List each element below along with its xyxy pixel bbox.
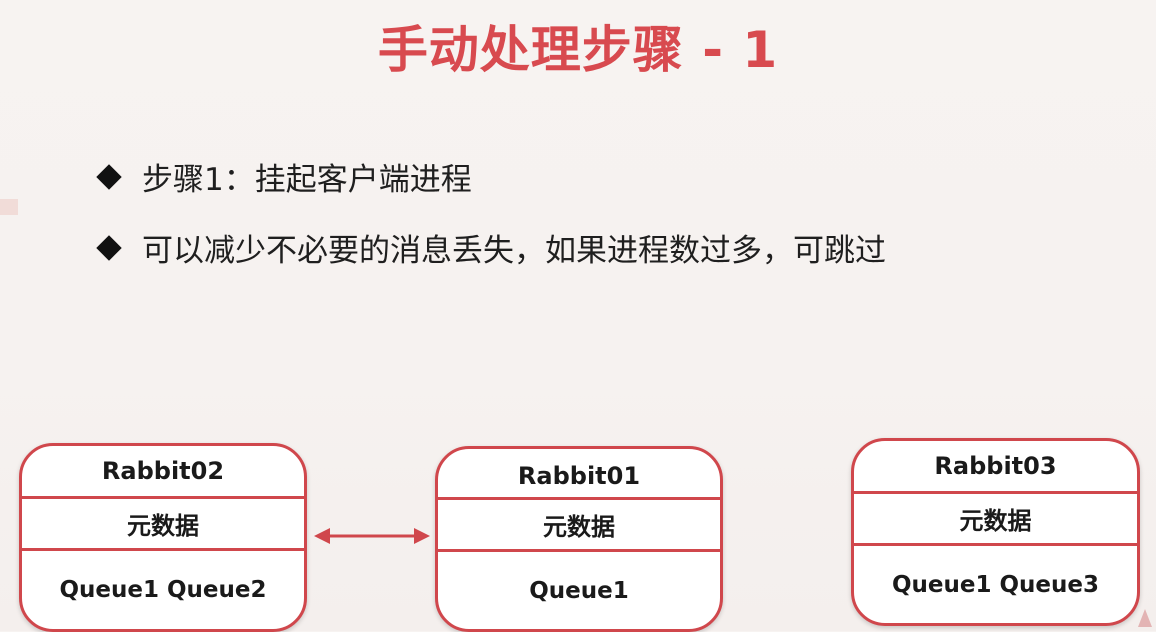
node-queues: Queue1 [438, 549, 720, 629]
node-rabbit02: Rabbit02 元数据 Queue1 Queue2 [19, 443, 307, 632]
node-queues: Queue1 Queue3 [854, 543, 1137, 623]
diamond-icon [96, 163, 122, 190]
node-rabbit01: Rabbit01 元数据 Queue1 [435, 446, 723, 632]
node-metadata: 元数据 [22, 496, 304, 548]
node-metadata: 元数据 [438, 497, 720, 549]
node-queues: Queue1 Queue2 [22, 548, 304, 629]
node-metadata: 元数据 [854, 491, 1137, 543]
diamond-icon [96, 234, 122, 261]
bullet-item: 可以减少不必要的消息丢失，如果进程数过多，可跳过 [96, 225, 886, 270]
node-name: Rabbit01 [517, 462, 641, 490]
bullet-text: 可以减少不必要的消息丢失，如果进程数过多，可跳过 [142, 233, 886, 269]
node-rabbit03: Rabbit03 元数据 Queue1 Queue3 [851, 438, 1140, 626]
side-tab-marker [0, 199, 18, 215]
node-name: Rabbit02 [101, 457, 225, 485]
bullet-item: 步骤1：挂起客户端进程 [96, 154, 472, 199]
bullet-text: 步骤1：挂起客户端进程 [142, 162, 472, 198]
slide-title: 手动处理步骤 - 1 [377, 21, 779, 79]
node-name: Rabbit03 [934, 452, 1057, 480]
corner-mark-icon [1138, 609, 1152, 627]
double-arrow-icon [314, 528, 430, 544]
